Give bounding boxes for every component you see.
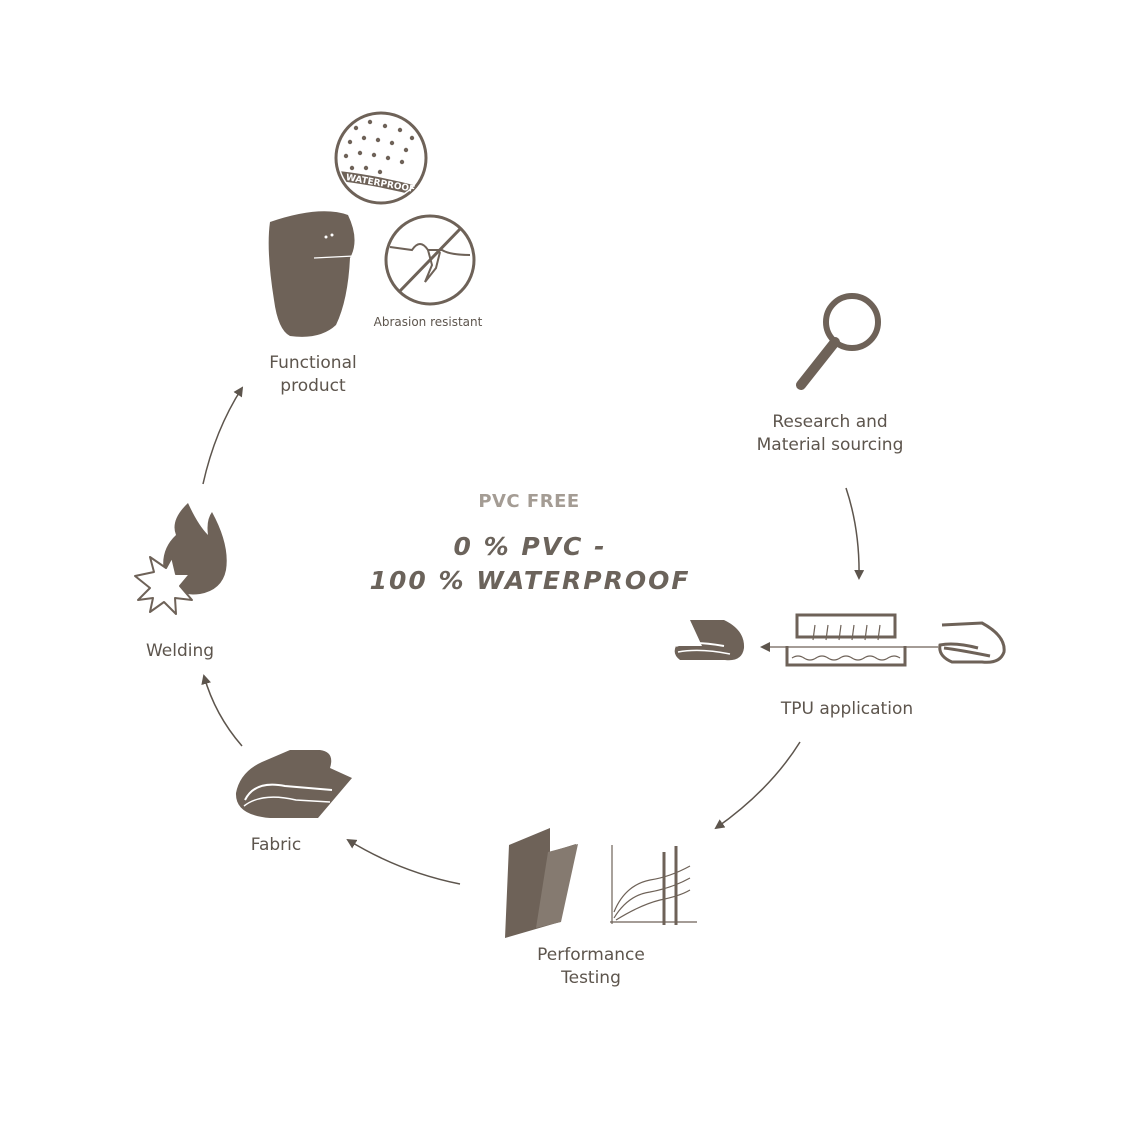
research-label-line1: Research and xyxy=(772,412,888,432)
product-label: Functional product xyxy=(233,352,393,398)
center-tagline: 0 % PVC - 100 % WATERPROOF xyxy=(340,530,720,598)
arrow-research-to-tpu xyxy=(845,487,865,580)
tpu-label: TPU application xyxy=(780,699,914,719)
testing-label-line2: Testing xyxy=(561,968,621,988)
testing-label-line1: Performance xyxy=(537,945,645,965)
research-label: Research and Material sourcing xyxy=(730,411,930,457)
flame-icon xyxy=(134,503,227,615)
coated-roll-icon xyxy=(674,620,745,661)
magnifier-icon xyxy=(796,293,881,390)
raw-roll-icon xyxy=(938,621,1006,664)
bag-icon xyxy=(268,211,355,337)
center-title: PVC FREE xyxy=(478,491,580,512)
abrasion-label: Abrasion resistant xyxy=(373,315,483,329)
waterproof-badge-icon: WATERPROOF xyxy=(334,111,428,205)
abrasion-badge-icon xyxy=(384,214,476,306)
research-label-line2: Material sourcing xyxy=(756,435,904,455)
center-tagline-line1: 0 % PVC - xyxy=(453,532,607,561)
tpu-coating-machine-icon xyxy=(674,613,1006,667)
arrow-testing-to-fabric xyxy=(346,838,461,885)
welding-label: Welding xyxy=(145,641,215,661)
product-label-line1: Functional xyxy=(269,353,357,373)
arrow-welding-to-product xyxy=(202,386,244,485)
cycle-arrows xyxy=(201,386,865,885)
testing-label: Performance Testing xyxy=(491,944,691,990)
fabric-roll-icon xyxy=(235,750,352,818)
arrow-tpu-to-testing xyxy=(714,741,801,830)
center-tagline-line2: 100 % WATERPROOF xyxy=(369,566,691,595)
product-label-line2: product xyxy=(280,376,346,396)
fabric-label: Fabric xyxy=(250,835,302,855)
arrow-fabric-to-welding xyxy=(201,674,243,747)
folder-chart-icon xyxy=(505,828,697,938)
